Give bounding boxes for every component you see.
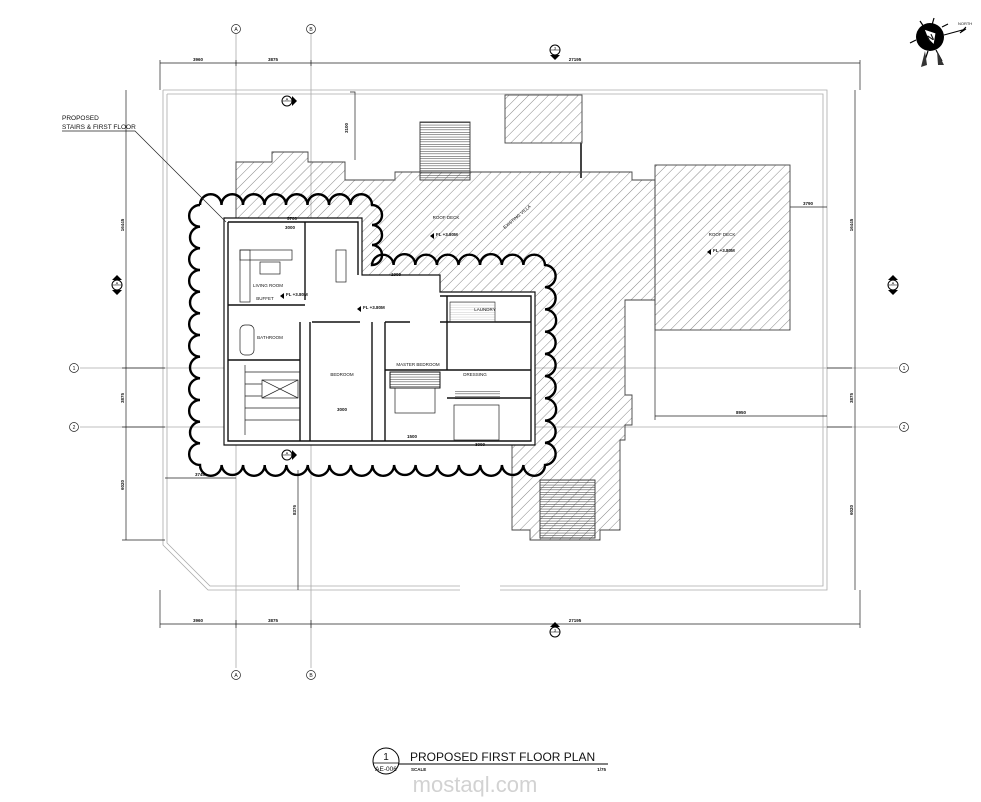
svg-text:2: 2: [903, 425, 906, 431]
grid-bubble-b-top: B: [306, 24, 316, 34]
svg-text:NORTH: NORTH: [958, 21, 972, 26]
svg-text:FL +3.80M: FL +3.80M: [436, 232, 458, 237]
dim-setback-left: 3740: [195, 472, 206, 477]
svg-text:A: A: [234, 27, 238, 33]
dim-room-3: 1900: [391, 272, 402, 277]
level-marker: FL +3.80M: [430, 232, 458, 239]
dimension-lines: [122, 60, 861, 628]
svg-text:2: 2: [73, 425, 76, 431]
grid-bubble-1-right: 1: [899, 363, 909, 373]
section-marker: A: [887, 275, 899, 295]
dim-right-3: 6020: [849, 504, 854, 515]
dim-top-3: 27195: [569, 57, 582, 62]
section-marker: 3: [549, 622, 561, 638]
svg-text:A: A: [116, 281, 119, 286]
dim-room-1: 5700: [287, 216, 298, 221]
svg-text:N: N: [925, 32, 935, 44]
room-label-bedroom: BEDROOM: [330, 372, 354, 377]
section-marker: A: [111, 275, 123, 295]
title-block: 1 AE-006 PROPOSED FIRST FLOOR PLAN SCALE…: [372, 747, 608, 775]
stair-existing-top: [419, 121, 471, 181]
level-marker: FL +3.80M: [707, 248, 735, 255]
dim-left-3: 6020: [120, 479, 125, 490]
dim-front: 8376: [292, 504, 297, 515]
section-marker: 3: [549, 44, 561, 60]
level-marker: FL +3.80M: [357, 305, 385, 312]
svg-text:A: A: [286, 451, 289, 456]
svg-text:1: 1: [903, 366, 906, 372]
room-label-dressing: DRESSING: [463, 372, 487, 377]
svg-text:B: B: [309, 673, 313, 679]
dim-left-1: 16445: [120, 218, 125, 231]
scale-value: 1/75: [597, 767, 606, 772]
revision-cloud: [188, 193, 558, 477]
plot-boundary: [162, 89, 828, 591]
room-label-laundry: LAUNDRY: [474, 307, 495, 312]
svg-text:A: A: [234, 673, 238, 679]
grid-bubble-a-top: A: [231, 24, 241, 34]
room-label-roof-deck-1: ROOF DECK: [433, 215, 460, 220]
leader-note-line1: PROPOSED: [62, 115, 99, 122]
level-marker: FL +3.80M: [280, 292, 308, 299]
svg-text:A: A: [286, 97, 289, 102]
dim-top-setback: 3100: [344, 122, 349, 133]
svg-text:FL +3.80M: FL +3.80M: [363, 305, 385, 310]
grid-bubble-2-left: 2: [69, 422, 79, 432]
dim-room-4: 3000: [337, 407, 348, 412]
svg-text:FL +3.80M: FL +3.80M: [286, 292, 308, 297]
room-label-master-bedroom: MASTER BEDROOM: [396, 362, 440, 367]
title-number: 1: [383, 752, 389, 763]
scale-label: SCALE: [411, 767, 426, 772]
room-label-bathroom: BATHROOM: [257, 335, 283, 340]
grid-bubble-1-left: 1: [69, 363, 79, 373]
dim-right-2: 3875: [849, 392, 854, 403]
leader-line: [62, 130, 227, 223]
roof-deck-right: [654, 164, 791, 331]
room-label-roof-deck-2: ROOF DECK: [709, 232, 736, 237]
dim-right-1: 16445: [849, 218, 854, 231]
svg-text:B: B: [309, 27, 313, 33]
dim-top-1: 3960: [193, 57, 204, 62]
svg-text:A: A: [892, 281, 895, 286]
dim-left-2: 3875: [120, 392, 125, 403]
dim-setback-right: 3790: [803, 201, 814, 206]
dim-bottom-2: 3875: [268, 618, 279, 623]
section-marker: A: [281, 95, 297, 107]
stair-existing-bottom: [539, 479, 596, 539]
svg-text:3: 3: [554, 46, 557, 51]
title-name: PROPOSED FIRST FLOOR PLAN: [410, 750, 595, 764]
dim-room-6: 1500: [407, 434, 418, 439]
dim-top-2: 3875: [268, 57, 279, 62]
grid-bubble-2-right: 2: [899, 422, 909, 432]
dim-inner-right: 8950: [736, 410, 747, 415]
north-arrow-icon: N NORTH: [909, 17, 972, 67]
grid-bubble-b-bottom: B: [306, 670, 316, 680]
title-sheet: AE-006: [375, 766, 397, 773]
dim-room-2: 3000: [285, 225, 296, 230]
dim-bottom-3: 27195: [569, 618, 582, 623]
dim-bottom-1: 3960: [193, 618, 204, 623]
room-label-buffet: BUFFET: [256, 296, 274, 301]
svg-text:3: 3: [554, 628, 557, 633]
leader-note-line2: STAIRS & FIRST FLOOR: [62, 124, 136, 131]
watermark: mostaql.com: [413, 772, 538, 797]
dim-room-5: 3000: [475, 442, 486, 447]
svg-text:1: 1: [73, 366, 76, 372]
grid-bubble-a-bottom: A: [231, 670, 241, 680]
section-marker: A: [281, 449, 297, 461]
proposed-first-floor: [223, 217, 536, 446]
room-label-living: LIVING ROOM: [253, 283, 283, 288]
svg-text:FL +3.80M: FL +3.80M: [713, 248, 735, 253]
